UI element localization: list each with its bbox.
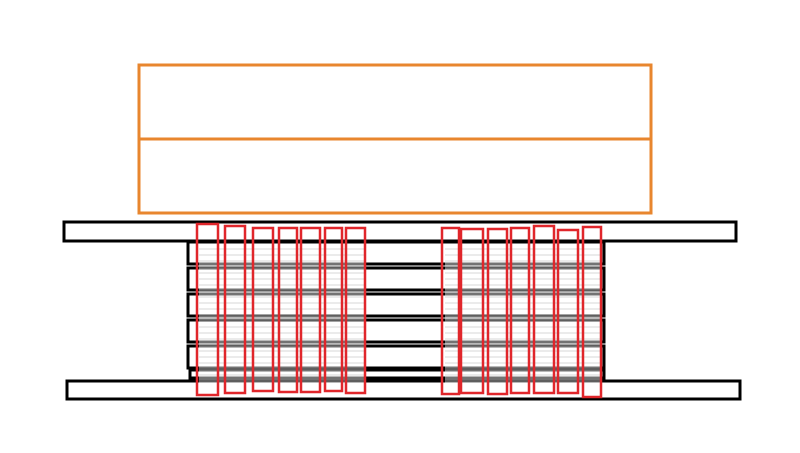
coil — [459, 227, 485, 395]
top-block-stack — [137, 63, 653, 215]
top-block-upper — [137, 63, 653, 141]
top-outer-plate — [62, 220, 738, 243]
coil — [581, 225, 603, 399]
coil — [344, 226, 367, 395]
coil-group-right — [440, 224, 603, 399]
coil — [299, 226, 322, 394]
top-block-lower — [137, 137, 653, 215]
coil — [251, 226, 275, 393]
coil — [509, 226, 531, 395]
inner-plate — [188, 368, 606, 380]
coil — [195, 222, 220, 397]
coil — [556, 228, 580, 395]
winding-shading — [199, 244, 600, 386]
coil-group-left — [195, 222, 367, 397]
coil — [323, 226, 344, 393]
coil — [532, 224, 556, 395]
coil — [486, 227, 509, 396]
coil — [223, 224, 247, 395]
coil — [440, 226, 461, 396]
plate-stack — [62, 220, 742, 401]
coil — [277, 226, 299, 394]
bottom-outer-plate — [65, 379, 742, 401]
